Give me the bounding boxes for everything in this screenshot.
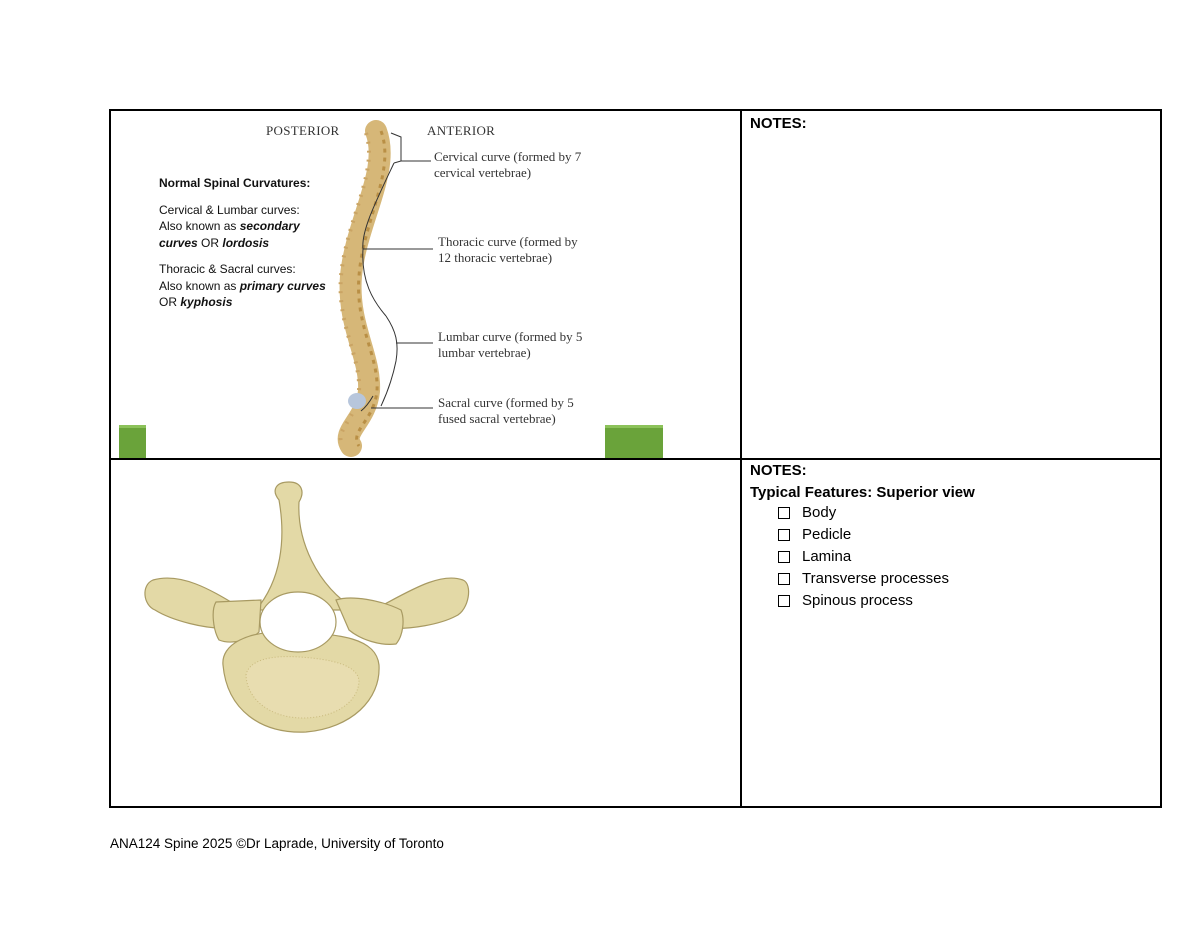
- checkbox-icon[interactable]: [778, 507, 790, 519]
- notes-title-top: NOTES:: [750, 115, 807, 132]
- feature-label: Body: [802, 504, 837, 521]
- thoracic-curve-label: Thoracic curve (formed by 12 thoracic ve…: [438, 234, 578, 266]
- vertebral-column: [337, 120, 391, 457]
- notes-panel-bottom: NOTES: Typical Features: Superior view B…: [742, 460, 1160, 806]
- checkbox-icon[interactable]: [778, 529, 790, 541]
- secondary-intro: Cervical & Lumbar curves:: [159, 202, 300, 217]
- lumbar-curve-line1: Lumbar curve (formed by 5: [438, 329, 583, 344]
- curvature-heading: Normal Spinal Curvatures:: [159, 176, 311, 190]
- primary-prefix: Also known as: [159, 278, 240, 293]
- curve-brackets: [360, 132, 433, 412]
- anterior-label: ANTERIOR: [427, 123, 496, 138]
- thoracic-curve-line1: Thoracic curve (formed by: [438, 234, 578, 249]
- grid-divider-horizontal: [111, 458, 1160, 460]
- feature-item: Lamina: [778, 546, 975, 568]
- sacral-curve-line1: Sacral curve (formed by 5: [438, 395, 574, 410]
- secondary-term: secondary: [239, 219, 300, 233]
- features-checklist: Body Pedicle Lamina Transverse processes…: [750, 502, 975, 612]
- features-heading: Typical Features: Superior view: [750, 484, 975, 501]
- cervical-curve-line2: cervical vertebrae): [434, 165, 532, 180]
- sacral-curve-line2: fused sacral vertebrae): [438, 411, 556, 426]
- notes-grid: POSTERIOR ANTERIOR Normal Spinal Curvatu…: [109, 109, 1162, 808]
- feature-label: Pedicle: [802, 526, 852, 543]
- feature-item: Transverse processes: [778, 568, 975, 590]
- primary-term: primary curves: [239, 278, 326, 293]
- vertebra-illustration: [144, 481, 470, 733]
- secondary-or: OR: [197, 235, 223, 250]
- cervical-curve-label: Cervical curve (formed by 7 cervical ver…: [434, 149, 581, 181]
- feature-label: Spinous process: [802, 592, 913, 609]
- sacral-curve-label: Sacral curve (formed by 5 fused sacral v…: [438, 395, 574, 427]
- cervical-curve-line1: Cervical curve (formed by 7: [434, 149, 582, 164]
- feature-label: Transverse processes: [802, 570, 949, 587]
- page-footer: ANA124 Spine 2025 ©Dr Laprade, Universit…: [110, 836, 444, 851]
- checkbox-icon[interactable]: [778, 595, 790, 607]
- green-tab-left: [119, 425, 146, 458]
- spine-illustration: [337, 120, 433, 457]
- notes-panel-top: NOTES:: [742, 111, 1160, 458]
- typical-features: Typical Features: Superior view Body Ped…: [750, 484, 975, 612]
- secondary-alt: lordosis: [222, 235, 270, 250]
- posterior-label: POSTERIOR: [266, 123, 340, 138]
- lumbar-curve-line2: lumbar vertebrae): [438, 345, 531, 360]
- feature-label: Lamina: [802, 548, 852, 565]
- secondary-term-2: curves: [159, 235, 198, 250]
- primary-intro: Thoracic & Sacral curves:: [159, 262, 296, 276]
- vertebra-figure: [111, 460, 740, 806]
- primary-or: OR: [159, 295, 181, 309]
- spine-curvature-figure: POSTERIOR ANTERIOR Normal Spinal Curvatu…: [111, 111, 740, 458]
- lumbar-curve-label: Lumbar curve (formed by 5 lumbar vertebr…: [438, 329, 582, 361]
- green-tab-right: [605, 425, 663, 458]
- feature-item: Spinous process: [778, 590, 975, 612]
- checkbox-icon[interactable]: [778, 551, 790, 563]
- primary-alt: kyphosis: [180, 295, 233, 309]
- feature-item: Pedicle: [778, 524, 975, 546]
- curvature-sidebar: Normal Spinal Curvatures: Cervical & Lum…: [159, 175, 326, 311]
- checkbox-icon[interactable]: [778, 573, 790, 585]
- feature-item: Body: [778, 502, 975, 524]
- secondary-prefix: Also known as: [159, 219, 240, 233]
- thoracic-curve-line2: 12 thoracic vertebrae): [438, 250, 553, 265]
- notes-title-bottom: NOTES:: [750, 462, 807, 479]
